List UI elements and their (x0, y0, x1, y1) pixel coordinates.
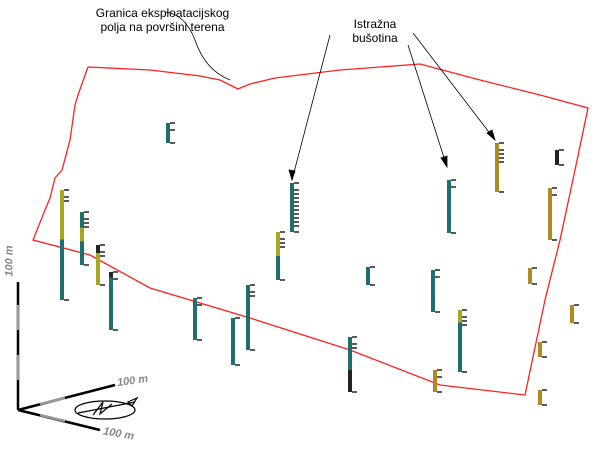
borehole (80, 211, 89, 266)
borehole (166, 122, 175, 144)
borehole-arrow-1 (291, 34, 331, 181)
field-boundary (32, 63, 589, 396)
borehole (431, 269, 440, 313)
borehole-segment (109, 277, 113, 330)
compass-icon (74, 396, 139, 420)
borehole-segment (290, 183, 294, 232)
borehole-segment (80, 212, 84, 228)
boundary-label: Granica eksploatacijskog polja na površi… (80, 6, 245, 34)
borehole-segment (495, 143, 499, 192)
borehole-segment (276, 256, 280, 280)
borehole-segment (458, 322, 462, 372)
arrow-head-3 (486, 129, 496, 142)
borehole-segment (60, 190, 64, 240)
borehole (538, 389, 547, 406)
boreholes (60, 122, 579, 406)
borehole-segment (96, 253, 100, 285)
borehole (458, 309, 467, 373)
borehole-segment (458, 310, 462, 323)
borehole-segment (528, 268, 532, 284)
borehole-segment (109, 272, 113, 278)
annotation-leaders (164, 11, 496, 182)
scale-axes (16, 282, 139, 432)
vertical-axis-label: 100 m (3, 245, 16, 277)
borehole-segment (348, 370, 352, 392)
boundary-label-line2: polja na površini terena (100, 20, 225, 34)
borehole (570, 304, 579, 324)
borehole (246, 284, 255, 351)
borehole-segment (80, 227, 84, 242)
borehole (109, 271, 118, 331)
borehole-segment (538, 342, 542, 357)
borehole-segment (548, 188, 552, 240)
borehole-segment (246, 285, 250, 350)
borehole-arrow-3 (412, 32, 496, 141)
borehole (193, 297, 202, 341)
borehole-segment (433, 370, 437, 392)
borehole (290, 182, 299, 233)
borehole (433, 369, 442, 393)
borehole-label-line2: bušotina (352, 31, 398, 45)
borehole-label: Istražna bušotina (330, 17, 420, 45)
borehole (548, 187, 557, 241)
borehole-segment (538, 390, 542, 405)
borehole-label-line1: Istražna (353, 17, 397, 31)
borehole-segment (431, 270, 435, 312)
borehole (231, 317, 240, 366)
borehole (555, 149, 564, 166)
borehole-segment (366, 267, 370, 285)
borehole-segment (276, 232, 280, 256)
borehole (348, 336, 357, 393)
borehole-segment (80, 241, 84, 265)
boundary-label-line1: Granica eksploatacijskog (95, 6, 230, 20)
borehole (366, 266, 375, 286)
borehole-segment (231, 318, 235, 365)
borehole-segment (447, 180, 451, 233)
borehole (96, 244, 105, 286)
borehole-segment (96, 245, 100, 253)
borehole (528, 267, 537, 285)
borehole-segment (570, 305, 574, 323)
arrow-head-2 (440, 155, 448, 169)
arrow-head-1 (288, 169, 296, 182)
borehole-segment (60, 239, 64, 300)
borehole-segment (166, 123, 170, 143)
borehole (276, 231, 285, 281)
borehole-segment (555, 150, 559, 165)
borehole (495, 142, 504, 193)
borehole (60, 189, 69, 301)
borehole (447, 179, 456, 234)
borehole-segment (348, 337, 352, 370)
borehole (538, 341, 547, 358)
borehole-arrow-2 (407, 44, 448, 168)
boundary-leader (164, 11, 231, 81)
borehole-segment (193, 298, 197, 340)
